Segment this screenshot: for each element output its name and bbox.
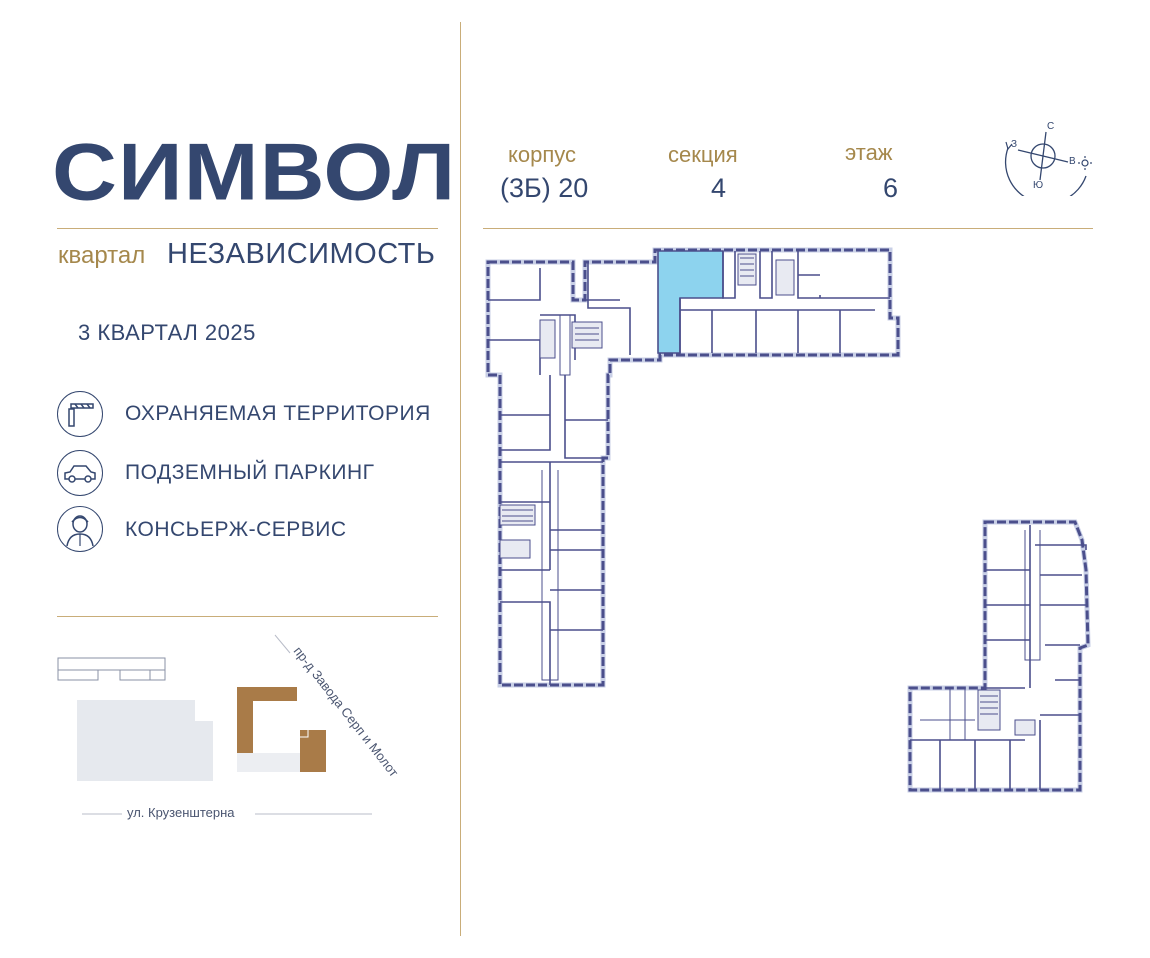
compass-icon: С Ю З В xyxy=(1004,121,1092,196)
selected-apartment[interactable] xyxy=(657,250,724,354)
completion-date: 3 КВАРТАЛ 2025 xyxy=(78,320,256,345)
building-value: (3Б) 20 xyxy=(500,173,589,203)
floor-plan: .w { fill: none; stroke: #4b4f8c; stroke… xyxy=(485,247,1091,793)
vertical-divider xyxy=(460,22,461,936)
divider xyxy=(483,228,1093,229)
divider xyxy=(57,228,438,229)
sun-icon xyxy=(1078,156,1092,170)
section-value: 4 xyxy=(711,173,727,203)
compass-west: З xyxy=(1011,139,1017,150)
compass-north: С xyxy=(1047,121,1054,132)
floor-value: 6 xyxy=(883,173,899,203)
street-label-bottom: ул. Крузенштерна xyxy=(127,805,235,820)
quarter-prefix: квартал xyxy=(58,242,146,269)
feature-label-security: ОХРАНЯЕМАЯ ТЕРРИТОРИЯ xyxy=(125,402,431,425)
section-label: секция xyxy=(668,142,738,167)
feature-label-parking: ПОДЗЕМНЫЙ ПАРКИНГ xyxy=(125,461,375,484)
selected-building xyxy=(237,687,297,753)
feature-label-concierge: КОНСЬЕРЖ-СЕРВИС xyxy=(125,518,347,541)
site-map: ул. Крузенштерна пр-д Завода Серп и Моло… xyxy=(57,634,402,820)
car-icon xyxy=(57,450,103,496)
quarter-name: НЕЗАВИСИМОСТЬ xyxy=(167,238,436,270)
floor-label: этаж xyxy=(845,140,893,165)
compass-east: В xyxy=(1069,156,1076,167)
concierge-icon xyxy=(57,506,103,552)
divider xyxy=(57,616,438,617)
building-label: корпус xyxy=(508,142,577,167)
compass-south: Ю xyxy=(1033,180,1043,191)
barrier-gate-icon xyxy=(57,391,103,437)
logo: СИМВОЛ xyxy=(52,127,457,218)
